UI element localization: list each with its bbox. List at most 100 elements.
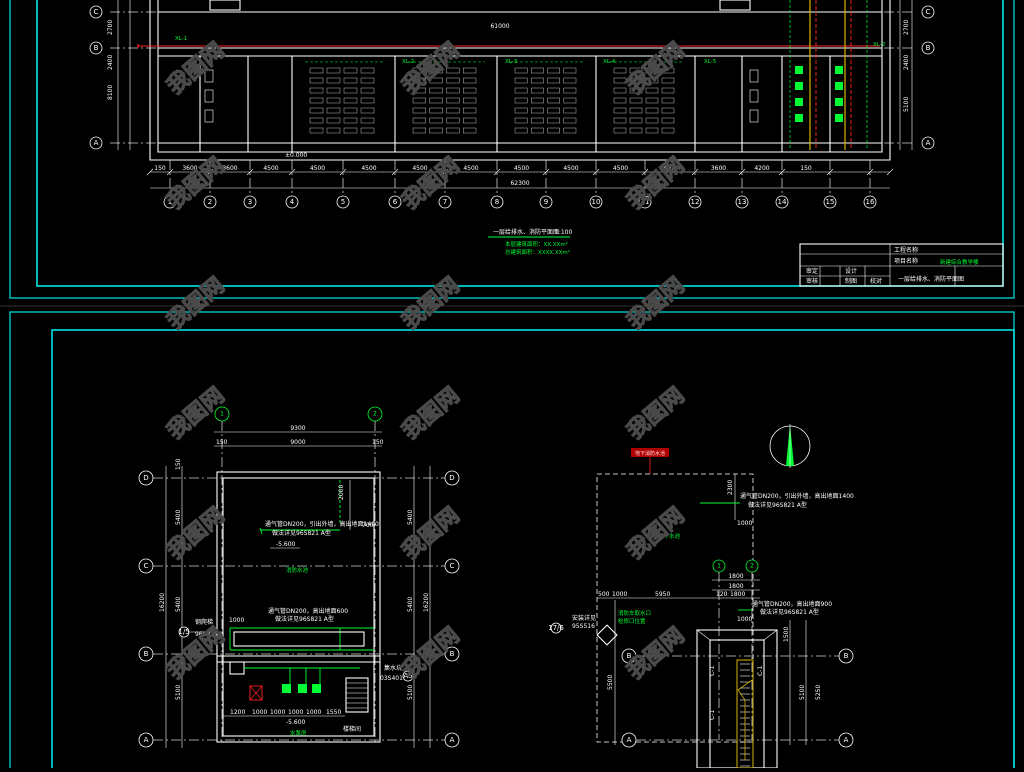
desk (531, 117, 544, 124)
svg-text:2700: 2700 (107, 20, 114, 35)
desk (343, 87, 358, 94)
column-axis-bubble (163, 195, 177, 209)
desk (360, 97, 375, 104)
bottom-sheet-outer-frame (9, 311, 1015, 772)
classroom-desk-blocks (204, 61, 843, 134)
stair-symbol (345, 677, 369, 713)
desk (360, 87, 375, 94)
ref-bubble-left: 1/5 (178, 628, 189, 636)
svg-text:1: 1 (717, 563, 721, 570)
fixture (204, 89, 214, 103)
desk (645, 127, 659, 134)
column-axis-bubble (863, 195, 877, 209)
svg-text:C: C (926, 8, 931, 16)
column-axis-label: 5 (341, 198, 345, 206)
desk (661, 87, 675, 94)
svg-text:-5.600: -5.600 (286, 719, 306, 726)
svg-text:钢爬梯: 钢爬梯 (195, 618, 213, 626)
desk (531, 87, 544, 94)
desk (661, 117, 675, 124)
svg-text:XL-2: XL-2 (402, 59, 414, 65)
desk (429, 127, 443, 134)
fixture (749, 69, 759, 83)
bay-dimension: 4500 (563, 165, 578, 172)
svg-text:设计: 设计 (845, 267, 857, 275)
svg-text:做法详见96S821 A型: 做法详见96S821 A型 (760, 608, 819, 616)
svg-text:通气管DN200，高出地面600: 通气管DN200，高出地面600 (268, 607, 348, 615)
svg-text:2700: 2700 (903, 20, 910, 35)
desk (463, 87, 477, 94)
svg-text:制图: 制图 (845, 277, 857, 285)
desk (629, 87, 643, 94)
desk (645, 77, 659, 84)
desk (360, 77, 375, 84)
svg-text:D: D (143, 474, 148, 482)
bay-dimension: 4500 (463, 165, 478, 172)
desk (514, 97, 528, 104)
svg-text:5100: 5100 (903, 97, 910, 112)
column-axis-bubble (203, 195, 217, 209)
desk (343, 67, 358, 74)
desk (412, 97, 426, 104)
desk (531, 97, 544, 104)
desk (514, 117, 528, 124)
desk (547, 97, 560, 104)
desk (446, 67, 460, 74)
svg-text:5100: 5100 (407, 685, 414, 700)
column-axis-bubble (775, 195, 789, 209)
desk (531, 67, 544, 74)
desk (547, 67, 560, 74)
column-axis-bubble (388, 195, 402, 209)
svg-text:C-1: C-1 (709, 710, 716, 720)
sanitary-fixture (795, 82, 803, 90)
desk (661, 127, 675, 134)
column-axis-label: 2 (208, 198, 212, 206)
column-axis-label: 1 (168, 198, 172, 206)
watermark-text: 我图网 (398, 38, 465, 100)
desk (463, 107, 477, 114)
fire-main-pipe (137, 44, 880, 48)
svg-text:1000: 1000 (270, 709, 285, 716)
desk (326, 77, 341, 84)
desk (645, 87, 659, 94)
svg-text:通气管DN200，引出外墙，高出地面1400: 通气管DN200，引出外墙，高出地面1400 (265, 520, 379, 528)
svg-text:1200: 1200 (230, 709, 245, 716)
svg-text:C: C (144, 562, 149, 570)
desk (463, 77, 477, 84)
svg-text:5400: 5400 (407, 597, 414, 612)
svg-text:XL-1: XL-1 (175, 36, 187, 42)
desk (531, 77, 544, 84)
desk (446, 127, 460, 134)
svg-text:150: 150 (175, 458, 182, 470)
desk (446, 117, 460, 124)
top-sheet-inner-frame (36, 0, 1004, 287)
svg-text:1500: 1500 (783, 627, 790, 642)
svg-text:9300: 9300 (290, 425, 305, 432)
svg-text:1800: 1800 (728, 573, 743, 580)
svg-text:5950: 5950 (655, 591, 670, 598)
column-axis-bubble (823, 195, 837, 209)
svg-text:B: B (94, 44, 99, 52)
desk (412, 107, 426, 114)
column-axis-label: 6 (393, 198, 398, 206)
svg-text:1000: 1000 (306, 709, 321, 716)
svg-text:A: A (144, 736, 149, 744)
svg-text:一层给排水、消防平面图: 一层给排水、消防平面图 (898, 275, 964, 283)
svg-text:地下消防水池: 地下消防水池 (635, 450, 665, 457)
right-dimension-chain: 2700 2400 5100 (899, 0, 913, 150)
fixture (204, 109, 214, 123)
desk (613, 127, 627, 134)
desk (629, 107, 643, 114)
svg-text:水泵房: 水泵房 (290, 729, 307, 737)
svg-text:2: 2 (373, 411, 377, 418)
column-axis-label: 10 (592, 198, 601, 206)
column-axis-bubble (285, 195, 299, 209)
svg-text:C: C (94, 8, 99, 16)
underground-pool-site-plan: 地下消防水池 2300 1000 通气管DN200，引出外墙，高出地面1400 … (548, 424, 854, 769)
svg-text:通气管DN200，高出地面900: 通气管DN200，高出地面900 (752, 600, 832, 608)
desk (613, 107, 627, 114)
desk (326, 67, 341, 74)
svg-text:17/6: 17/6 (548, 624, 564, 632)
